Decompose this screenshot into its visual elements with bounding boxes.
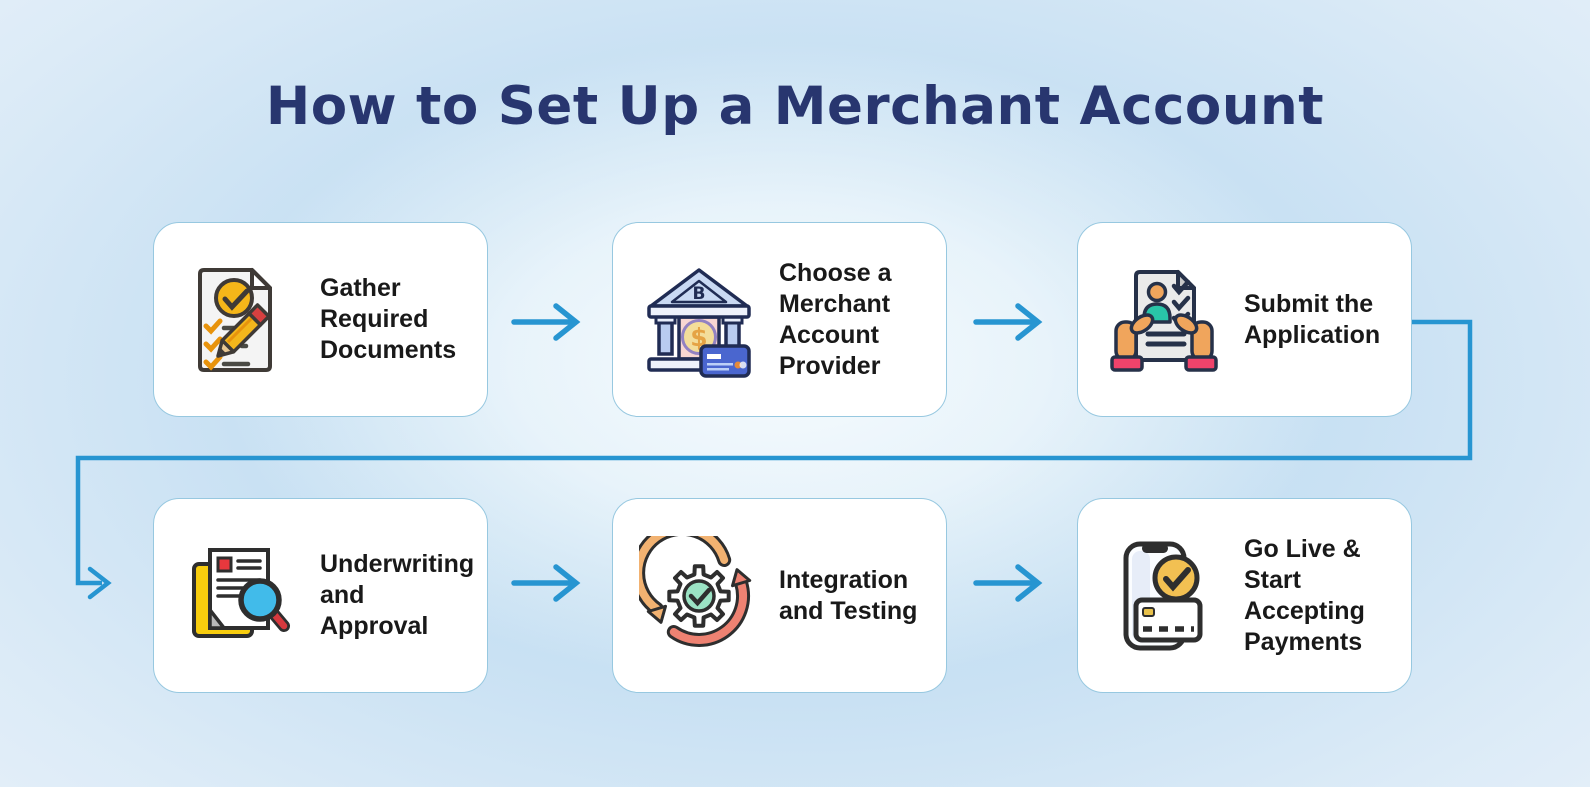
step-card-go-live-payments: Go Live & Start Accepting Payments <box>1077 498 1412 693</box>
flow-arrow-icon <box>511 303 581 341</box>
flow-arrow-icon <box>973 564 1043 602</box>
bank-building-icon: $ B <box>639 260 759 380</box>
step-label: Integration and Testing <box>779 565 918 625</box>
step-label: Choose a Merchant Account Provider <box>779 258 892 380</box>
flow-arrow-icon <box>511 564 581 602</box>
checklist-document-icon <box>180 260 300 380</box>
phone-payment-check-icon <box>1104 536 1224 656</box>
step-label: Submit the Application <box>1244 289 1381 349</box>
step-card-choose-provider: $ B Choose a Merchant Account Provider <box>612 222 947 417</box>
svg-text:B: B <box>693 284 706 304</box>
page-title: How to Set Up a Merchant Account <box>265 76 1325 137</box>
step-label: Underwriting and Approval <box>320 550 475 640</box>
step-card-submit-application: Submit the Application <box>1077 222 1412 417</box>
step-card-underwriting-approval: Underwriting and Approval <box>153 498 488 693</box>
step-label: Go Live & Start Accepting Payments <box>1244 534 1365 656</box>
step-card-integration-testing: Integration and Testing <box>612 498 947 693</box>
gear-cycle-icon <box>639 535 759 656</box>
step-card-gather-documents: Gather Required Documents <box>153 222 488 417</box>
step-label: Gather Required Documents <box>320 274 457 364</box>
document-magnifier-icon <box>180 536 300 656</box>
svg-text:$: $ <box>690 323 707 352</box>
flow-arrow-icon <box>973 303 1043 341</box>
hands-holding-application-icon <box>1104 260 1224 380</box>
